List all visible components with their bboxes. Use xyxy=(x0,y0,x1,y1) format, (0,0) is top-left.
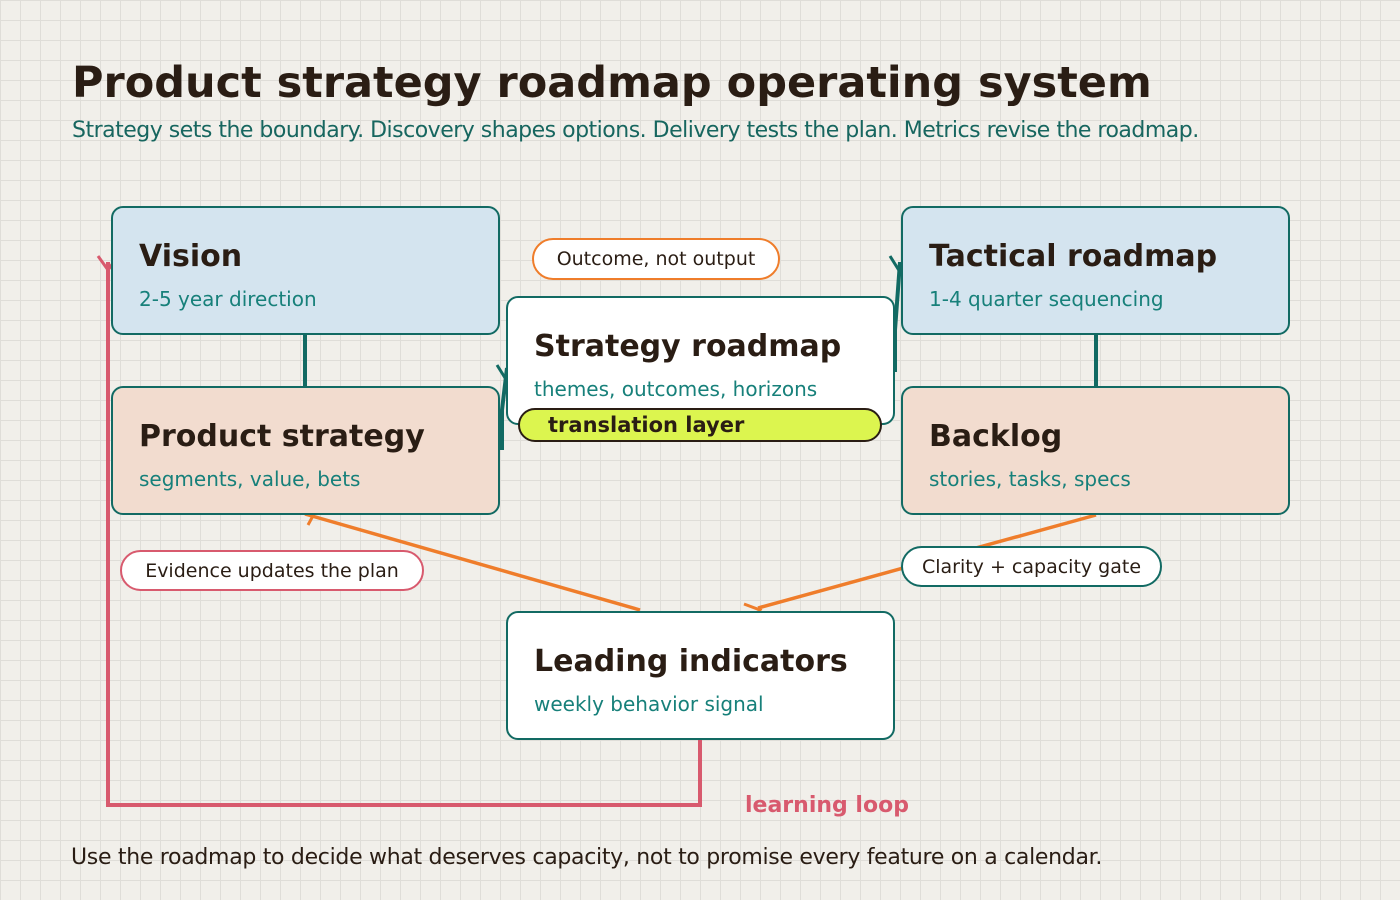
connector-learning-loop xyxy=(106,262,702,807)
node-product-strategy: Product strategy segments, value, bets xyxy=(111,386,500,515)
annotation-evidence-updates-plan: Evidence updates the plan xyxy=(120,550,424,591)
footer-note: Use the roadmap to decide what deserves … xyxy=(71,845,1103,870)
node-leading-indicators-title: Leading indicators xyxy=(534,644,848,679)
node-leading-indicators-subtitle: weekly behavior signal xyxy=(534,692,764,716)
page-title: Product strategy roadmap operating syste… xyxy=(72,58,1152,108)
annotation-outcome-not-output: Outcome, not output xyxy=(532,238,780,280)
node-product-strategy-title: Product strategy xyxy=(139,419,425,454)
node-backlog-subtitle: stories, tasks, specs xyxy=(929,467,1131,491)
node-strategy-roadmap-subtitle: themes, outcomes, horizons xyxy=(534,377,818,401)
connector-leading-indicators-to-product-strategy xyxy=(304,512,641,612)
translation-layer-badge: translation layer xyxy=(518,408,882,442)
node-tactical-roadmap-subtitle: 1-4 quarter sequencing xyxy=(929,287,1164,311)
node-backlog: Backlog stories, tasks, specs xyxy=(901,386,1290,515)
node-tactical-roadmap: Tactical roadmap 1-4 quarter sequencing xyxy=(901,206,1290,335)
page-subtitle: Strategy sets the boundary. Discovery sh… xyxy=(72,118,1199,143)
annotation-clarity-capacity-gate: Clarity + capacity gate xyxy=(901,546,1162,587)
node-vision-subtitle: 2-5 year direction xyxy=(139,287,317,311)
node-vision-title: Vision xyxy=(139,239,243,274)
learning-loop-label: learning loop xyxy=(745,793,909,818)
connector-strategy-roadmap-to-tactical-roadmap xyxy=(893,261,902,372)
node-tactical-roadmap-title: Tactical roadmap xyxy=(929,239,1218,274)
node-vision: Vision 2-5 year direction xyxy=(111,206,500,335)
connector-product-strategy-to-strategy-roadmap xyxy=(500,367,509,450)
node-product-strategy-subtitle: segments, value, bets xyxy=(139,467,361,491)
node-leading-indicators: Leading indicators weekly behavior signa… xyxy=(506,611,895,740)
node-strategy-roadmap: Strategy roadmap themes, outcomes, horiz… xyxy=(506,296,895,425)
node-strategy-roadmap-title: Strategy roadmap xyxy=(534,329,842,364)
node-backlog-title: Backlog xyxy=(929,419,1063,454)
